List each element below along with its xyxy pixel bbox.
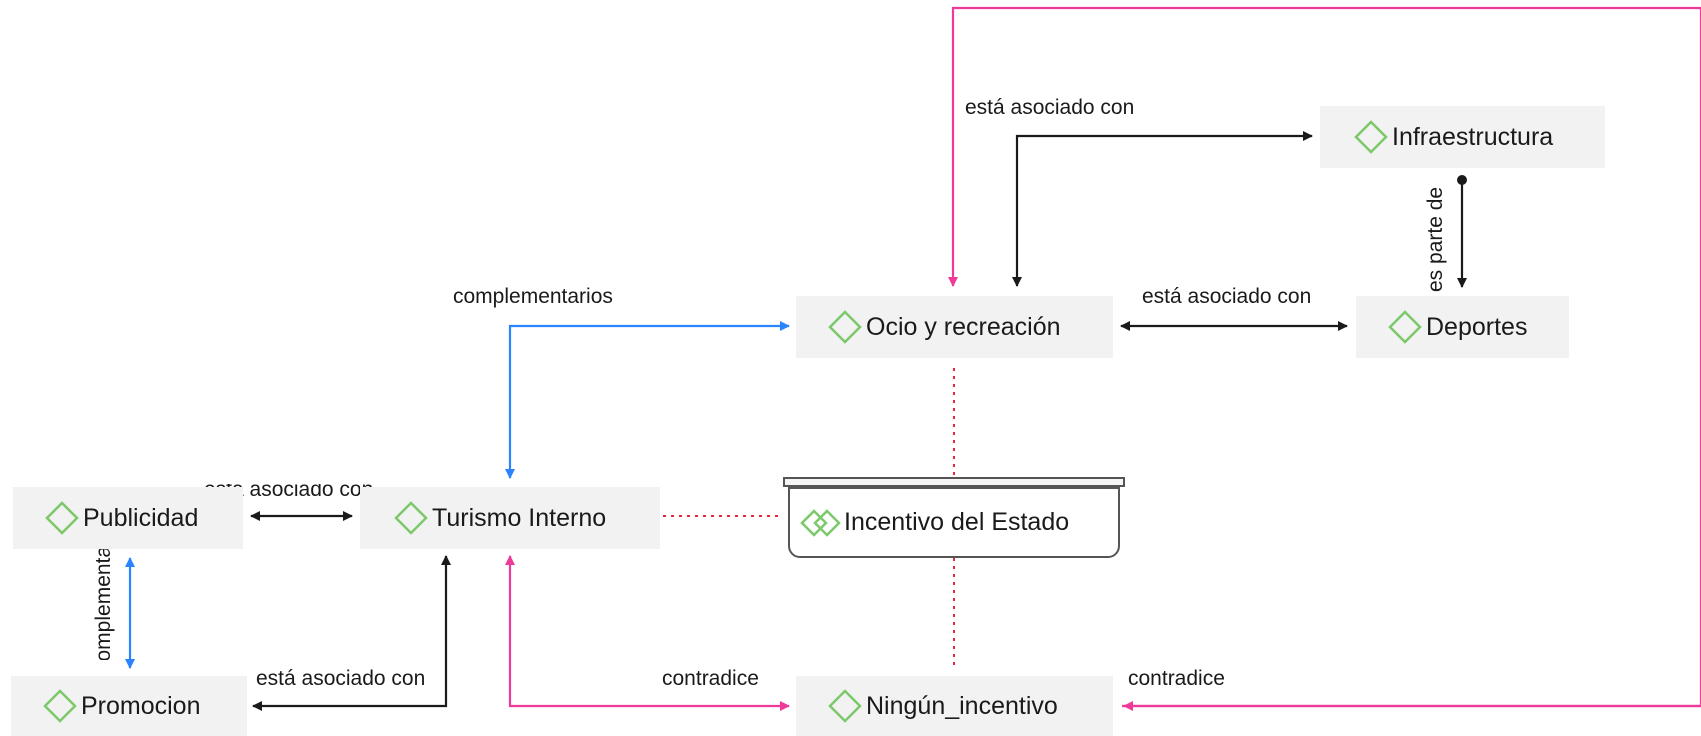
node-turismo-interno[interactable]: Turismo Interno — [360, 487, 660, 549]
group-header-tab — [783, 477, 1125, 487]
node-deportes[interactable]: Deportes — [1356, 296, 1569, 358]
link-asociado-ocio-infra[interactable] — [1012, 131, 1313, 287]
double-diamond-icon — [800, 508, 842, 538]
node-ningun-incentivo[interactable]: Ningún_incentivo — [796, 676, 1113, 736]
diamond-icon — [828, 310, 862, 344]
diamond-icon — [45, 501, 79, 535]
label-asociado-promo-turismo: está asociado con — [256, 667, 426, 690]
node-label: Ocio y recreación — [866, 312, 1061, 341]
node-promocion[interactable]: Promocion — [11, 676, 247, 736]
link-asociado-promo-turismo[interactable] — [252, 555, 451, 711]
label-complementarios-turismo-ocio: complementarios — [453, 285, 613, 308]
label-asociado-pub-turismo: está asociado con — [204, 478, 374, 501]
diamond-icon — [828, 689, 862, 723]
label-contradice-ningun-ocio: contradice — [1128, 667, 1225, 690]
node-ocio-y-recreacion[interactable]: Ocio y recreación — [796, 296, 1113, 358]
diamond-icon — [394, 501, 428, 535]
diamond-icon — [1354, 120, 1388, 154]
label-contradice-turismo-ningun: contradice — [662, 667, 759, 690]
label-parte-de: es parte de — [1424, 186, 1447, 292]
link-contradice-turismo-ningun[interactable] — [505, 555, 790, 711]
label-asociado-ocio-infra: está asociado con — [965, 96, 1135, 119]
node-infraestructura[interactable]: Infraestructura — [1320, 106, 1605, 168]
diamond-icon — [43, 689, 77, 723]
diamond-icon — [1388, 310, 1422, 344]
node-label: Turismo Interno — [432, 503, 607, 532]
group-label: Incentivo del Estado — [844, 508, 1070, 536]
group-incentivo-del-estado[interactable]: Incentivo del Estado — [788, 487, 1120, 558]
node-label: Promocion — [81, 691, 201, 720]
node-publicidad[interactable]: Publicidad — [13, 487, 243, 549]
node-label: Deportes — [1426, 312, 1528, 341]
node-label: Publicidad — [83, 503, 199, 532]
label-asociado-ocio-deportes: está asociado con — [1142, 285, 1312, 308]
link-complementarios-turismo-ocio[interactable] — [505, 321, 790, 479]
node-label: Infraestructura — [1392, 122, 1554, 151]
node-label: Ningún_incentivo — [866, 691, 1058, 720]
